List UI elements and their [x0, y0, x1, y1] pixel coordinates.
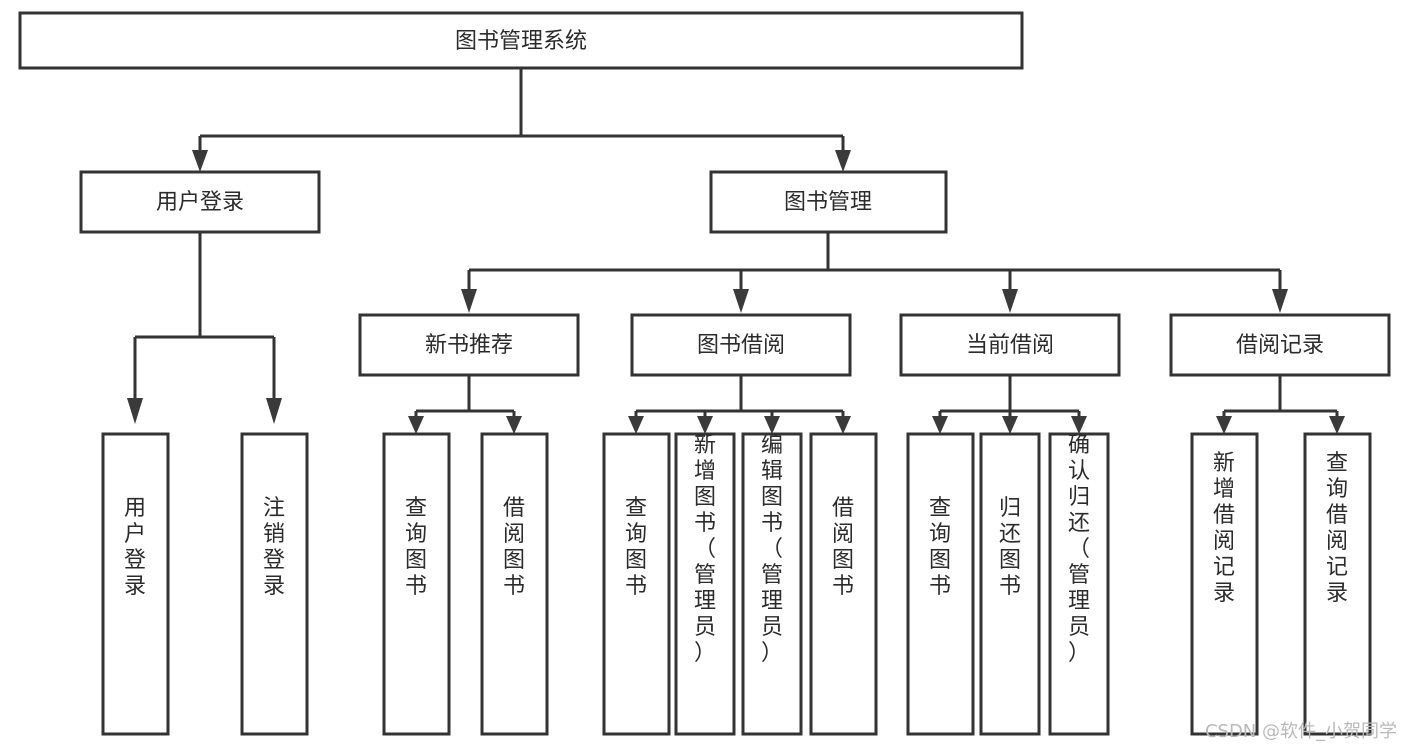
leaf-user-login-logout-label: 注销登录 [263, 496, 285, 599]
connector-currentborrow-to-leaves [932, 375, 1087, 434]
leaf-current-borrow-confirm-label: 确认归还（管理员） [1068, 433, 1090, 666]
leaf-current-borrow-query[interactable]: 查询图书 [906, 432, 975, 736]
leaf-new-book-borrow[interactable]: 借阅图书 [480, 432, 549, 736]
leaf-borrow-record-query-label: 查询借阅记录 [1326, 451, 1348, 606]
node-user-login[interactable]: 用户登录 [79, 170, 321, 234]
node-root-system-label: 图书管理系统 [455, 29, 587, 54]
leaf-borrow-record-add-label: 新增借阅记录 [1213, 451, 1235, 606]
leaf-new-book-borrow-label: 借阅图书 [503, 496, 525, 599]
leaf-new-book-query-label: 查询图书 [405, 496, 427, 599]
leaf-book-borrow-add-label: 新增图书（管理员） [694, 433, 716, 666]
connector-root-to-level2 [192, 68, 851, 172]
leaf-user-login-login[interactable]: 用户登录 [101, 432, 170, 736]
node-borrow-record-label: 借阅记录 [1236, 333, 1324, 358]
connector-newbook-to-leaves [408, 375, 522, 434]
leaf-book-borrow-borrow-label: 借阅图书 [832, 496, 854, 599]
leaf-book-borrow-borrow[interactable]: 借阅图书 [809, 432, 878, 736]
node-book-management-label: 图书管理 [784, 190, 872, 215]
node-book-management[interactable]: 图书管理 [709, 170, 948, 234]
leaf-user-login-login-label: 用户登录 [124, 496, 146, 599]
leaf-book-borrow-query-label: 查询图书 [625, 496, 647, 599]
node-new-book-recommend[interactable]: 新书推荐 [358, 313, 580, 377]
node-book-borrow[interactable]: 图书借阅 [630, 313, 852, 377]
leaf-book-borrow-query[interactable]: 查询图书 [602, 432, 671, 736]
node-root-system[interactable]: 图书管理系统 [18, 11, 1024, 70]
leaf-book-borrow-edit[interactable]: 编辑图书（管理员） [741, 432, 803, 736]
leaf-current-borrow-return[interactable]: 归还图书 [979, 432, 1041, 736]
connector-borrowrecord-to-leaves [1216, 375, 1345, 434]
node-current-borrow[interactable]: 当前借阅 [899, 313, 1121, 377]
connector-userlogin-to-leaves [127, 232, 282, 424]
csdn-watermark: CSDN @软件_小贺同学 [1204, 721, 1397, 742]
node-user-login-label: 用户登录 [156, 190, 244, 215]
leaf-borrow-record-add[interactable]: 新增借阅记录 [1190, 432, 1259, 736]
node-book-borrow-label: 图书借阅 [697, 333, 785, 358]
leaf-new-book-query[interactable]: 查询图书 [382, 432, 451, 736]
leaf-current-borrow-confirm[interactable]: 确认归还（管理员） [1048, 432, 1110, 736]
leaf-current-borrow-query-label: 查询图书 [929, 496, 951, 599]
leaf-book-borrow-edit-label: 编辑图书（管理员） [761, 433, 783, 666]
leaf-current-borrow-return-label: 归还图书 [999, 496, 1021, 599]
leaf-book-borrow-add[interactable]: 新增图书（管理员） [674, 432, 736, 736]
leaf-user-login-logout[interactable]: 注销登录 [240, 432, 309, 736]
node-new-book-recommend-label: 新书推荐 [425, 333, 513, 358]
node-borrow-record[interactable]: 借阅记录 [1169, 313, 1391, 377]
leaf-borrow-record-query[interactable]: 查询借阅记录 [1303, 432, 1372, 736]
connector-bookborrow-to-leaves [628, 375, 851, 434]
node-current-borrow-label: 当前借阅 [966, 333, 1054, 358]
connector-bookmgmt-to-level3 [461, 232, 1288, 313]
